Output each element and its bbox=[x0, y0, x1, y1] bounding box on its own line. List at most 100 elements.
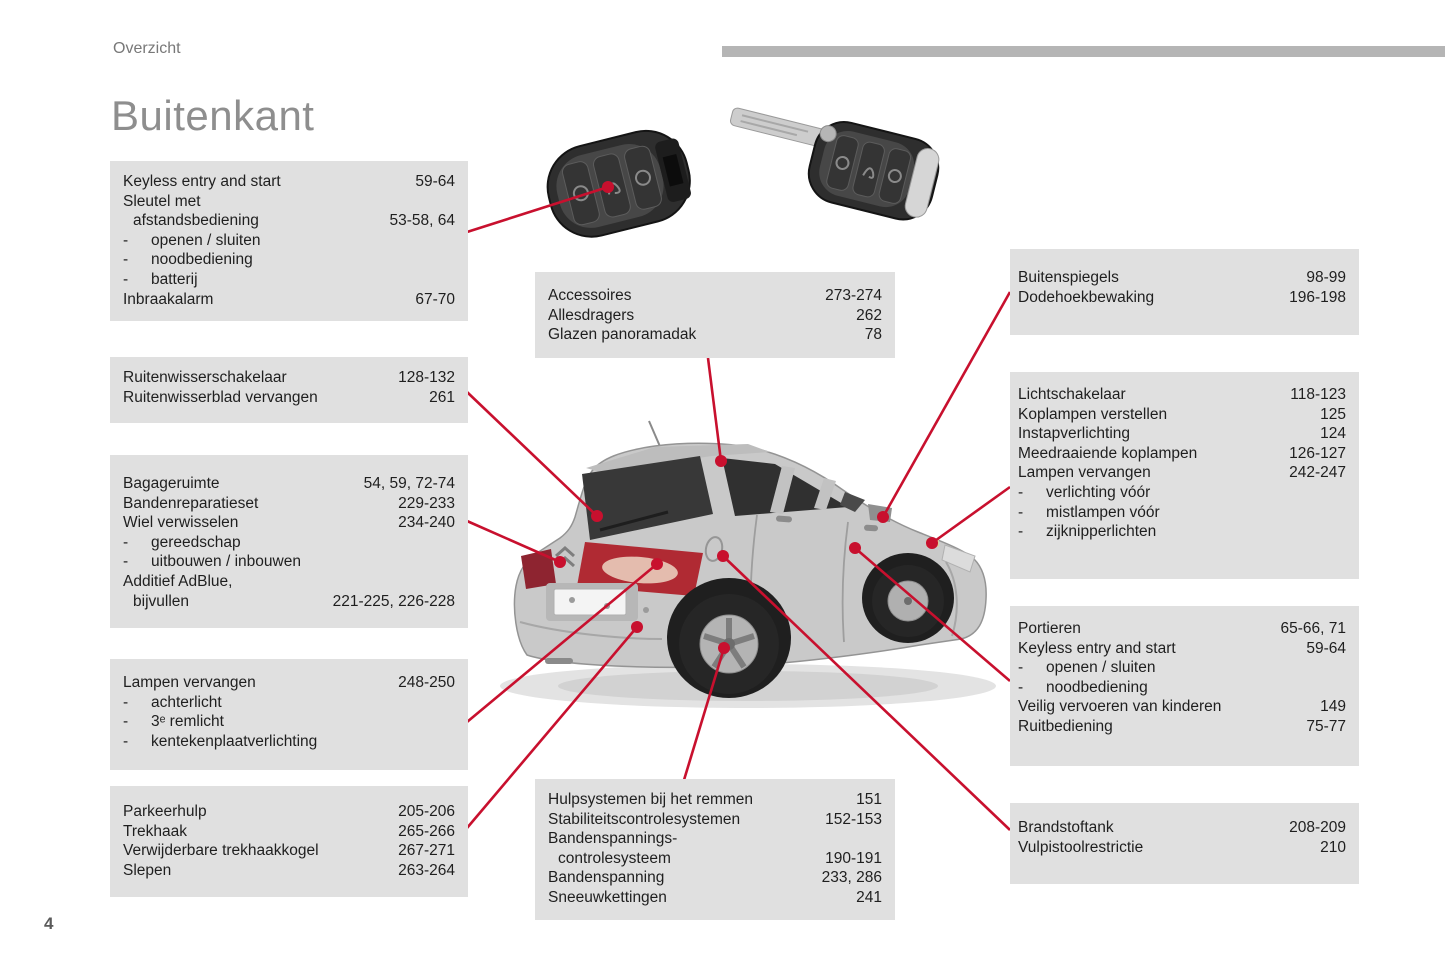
index-entry: -batterij bbox=[123, 270, 455, 290]
entry-label: controlesysteem bbox=[558, 849, 671, 867]
index-entry: Keyless entry and start 59-64 bbox=[123, 172, 455, 192]
index-entry: Additief AdBlue, bbox=[123, 572, 455, 592]
entry-label: achterlicht bbox=[151, 693, 222, 711]
entry-pages: 241 bbox=[856, 888, 882, 906]
entry-bullet: - bbox=[123, 251, 129, 269]
callout-line-fuel bbox=[722, 555, 1011, 831]
callout-line-boot bbox=[466, 519, 561, 564]
callout-line-roof bbox=[706, 357, 723, 462]
entry-label: Stabiliteitscontrolesystemen bbox=[548, 810, 741, 828]
entry-bullet: - bbox=[123, 533, 129, 551]
entry-pages: 210 bbox=[1320, 838, 1346, 856]
entry-label: Bandenreparatieset bbox=[123, 494, 259, 512]
callout-dot bbox=[631, 621, 643, 633]
entry-label: Sleutel met bbox=[123, 192, 201, 210]
entry-label: Brandstoftank bbox=[1018, 819, 1114, 836]
entry-pages: 242-247 bbox=[1289, 464, 1346, 482]
entry-bullet: - bbox=[123, 732, 129, 750]
index-entry: Ruitenwisserschakelaar 128-132 bbox=[123, 368, 455, 388]
entry-pages: 233, 286 bbox=[821, 869, 882, 887]
entry-pages: 128-132 bbox=[398, 369, 455, 386]
entry-label: Koplampen verstellen bbox=[1018, 405, 1168, 423]
b-pillar bbox=[770, 466, 795, 514]
entry-bullet: - bbox=[1018, 503, 1024, 521]
entry-pages: 234-240 bbox=[398, 514, 455, 532]
entry-label: openen / sluiten bbox=[1046, 659, 1156, 677]
entry-pages: 75-77 bbox=[1306, 717, 1346, 735]
callout-line-wipers bbox=[466, 391, 598, 517]
index-entry: -kentekenplaatverlichting bbox=[123, 732, 455, 752]
entry-label: Meedraaiende koplampen bbox=[1018, 444, 1198, 462]
entry-pages: 261 bbox=[429, 388, 455, 406]
headlight-edge bbox=[941, 544, 976, 573]
parking-sensor bbox=[643, 607, 649, 613]
entry-bullet: - bbox=[1018, 678, 1024, 696]
entry-pages: 205-206 bbox=[398, 803, 455, 820]
entry-label: Trekhaak bbox=[123, 822, 188, 840]
index-entry: -gereedschap bbox=[123, 533, 455, 553]
header-rule bbox=[722, 46, 1445, 57]
entry-label: Sneeuwkettingen bbox=[548, 888, 667, 906]
index-entry: Ruitenwisserblad vervangen 261 bbox=[123, 388, 455, 408]
index-entry: Sneeuwkettingen 241 bbox=[548, 888, 882, 908]
car-button-icon bbox=[862, 167, 875, 179]
index-entry: Bandenspanning 233, 286 bbox=[548, 868, 882, 888]
callout-dots bbox=[554, 181, 938, 654]
entry-label: Lichtschakelaar bbox=[1018, 386, 1126, 403]
entry-label: Lampen vervangen bbox=[1018, 464, 1151, 482]
index-entry: Wiel verwisselen 234-240 bbox=[123, 513, 455, 533]
unlock-button-icon bbox=[634, 169, 651, 186]
callout-line-wheel bbox=[682, 647, 726, 781]
entry-label: Additief AdBlue, bbox=[123, 572, 233, 590]
entry-label: Portieren bbox=[1018, 620, 1081, 637]
entry-pages: 229-233 bbox=[398, 494, 455, 512]
entry-label: uitbouwen / inbouwen bbox=[151, 553, 301, 571]
front-bumper-seam bbox=[945, 561, 958, 637]
callout-line-parking bbox=[466, 626, 638, 829]
entry-pages: 149 bbox=[1320, 698, 1346, 716]
entry-label: Bandenspanning bbox=[548, 869, 665, 887]
pivot bbox=[819, 125, 837, 143]
exhaust bbox=[545, 658, 573, 664]
entry-label: verlichting vóór bbox=[1046, 483, 1151, 501]
entry-label: Parkeerhulp bbox=[123, 803, 207, 820]
entry-label: Ruitenwisserschakelaar bbox=[123, 369, 287, 386]
entry-pages: 152-153 bbox=[825, 810, 882, 828]
c-pillar bbox=[814, 478, 836, 510]
index-entry: -mistlampen vóór bbox=[1018, 503, 1346, 523]
entry-pages: 59-64 bbox=[415, 173, 455, 190]
entry-label: Keyless entry and start bbox=[1018, 639, 1176, 657]
entry-label: Wiel verwisselen bbox=[123, 514, 239, 532]
entry-pages: 98-99 bbox=[1306, 269, 1346, 286]
callout-dot bbox=[718, 642, 730, 654]
callout-line-doors bbox=[854, 547, 1011, 682]
callout-dot bbox=[715, 455, 727, 467]
roof bbox=[586, 444, 770, 472]
entry-pages: 263-264 bbox=[398, 861, 455, 879]
entry-label: Ruitbediening bbox=[1018, 717, 1113, 735]
callout-dot bbox=[717, 550, 729, 562]
index-entry: Bandenreparatieset 229-233 bbox=[123, 494, 455, 514]
entry-pages: 248-250 bbox=[398, 674, 455, 691]
index-entry: -noodbediening bbox=[1018, 678, 1346, 698]
entry-label: Ruitenwisserblad vervangen bbox=[123, 388, 318, 406]
page-number: 4 bbox=[44, 914, 54, 933]
entry-label: Keyless entry and start bbox=[123, 173, 281, 190]
index-entry: Ruitbediening 75-77 bbox=[1018, 717, 1346, 737]
index-entry: -uitbouwen / inbouwen bbox=[123, 552, 455, 572]
entry-pages: 65-66, 71 bbox=[1280, 620, 1347, 637]
index-entry: Sleutel met bbox=[123, 192, 455, 212]
